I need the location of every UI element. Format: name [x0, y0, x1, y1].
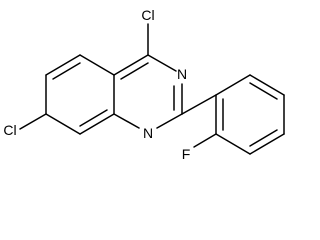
bond-c3prime-c4prime — [249, 133, 285, 155]
bond-c5prime-c6prime — [249, 74, 285, 96]
bond-c2prime-f — [193, 133, 217, 148]
atom-labels: Cl Cl N N F — [3, 7, 190, 162]
bonds — [19, 23, 285, 155]
bond-c2prime-c3prime — [215, 133, 251, 155]
bond-c2-n1 — [156, 113, 183, 129]
bond-c5prime-c6prime-inner — [249, 82, 278, 100]
bond-c4a-c4-inner — [120, 62, 149, 80]
bond-n1-c8a — [113, 113, 140, 129]
atom-f: F — [182, 146, 191, 162]
bond-c7-cl — [19, 113, 47, 130]
bond-c5-c6 — [45, 54, 81, 76]
atom-cl-left: Cl — [3, 122, 16, 138]
bond-c4a-c4 — [113, 54, 149, 76]
bond-c6prime-c1prime — [215, 74, 251, 96]
bond-c2-c1prime — [181, 94, 217, 115]
atom-n-lower: N — [143, 125, 153, 141]
bond-c8-c8a — [79, 113, 115, 135]
bond-c4-n3 — [147, 54, 177, 72]
atom-cl-top: Cl — [141, 7, 154, 23]
atom-n-upper: N — [177, 66, 187, 82]
bond-c7-c8 — [45, 113, 81, 135]
bond-c5-c6-inner — [52, 62, 81, 80]
bond-c4a-c5 — [79, 54, 115, 76]
chemical-structure: Cl Cl N N F — [3, 7, 285, 162]
bond-c3prime-c4prime-inner — [249, 129, 278, 147]
bond-c8-c8a-inner — [79, 109, 108, 127]
